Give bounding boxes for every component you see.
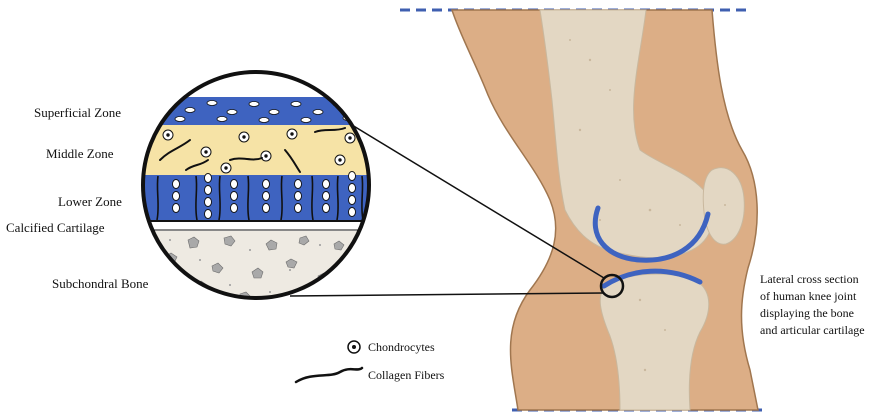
chondrocyte-nucleus-icon (352, 345, 356, 349)
legend-chondrocytes: Chondrocytes (368, 340, 435, 354)
figure-caption: Lateral cross section of human knee join… (760, 272, 865, 337)
label-superficial-zone: Superficial Zone (34, 105, 121, 120)
label-middle-zone: Middle Zone (46, 146, 114, 161)
caption-line-1: Lateral cross section (760, 272, 859, 286)
legend: Chondrocytes Collagen Fibers (296, 340, 445, 382)
label-lower-zone: Lower Zone (58, 194, 122, 209)
collagen-fiber-icon (296, 368, 362, 382)
caption-line-3: displaying the bone (760, 306, 854, 320)
caption-line-4: and articular cartilage (760, 323, 865, 337)
label-subchondral-bone: Subchondral Bone (52, 276, 149, 291)
legend-collagen-fibers: Collagen Fibers (368, 368, 445, 382)
patella-bone (703, 168, 744, 244)
middle-zone-band (140, 125, 380, 175)
label-calcified-cartilage: Calcified Cartilage (6, 220, 105, 235)
caption-line-2: of human knee joint (760, 289, 857, 303)
